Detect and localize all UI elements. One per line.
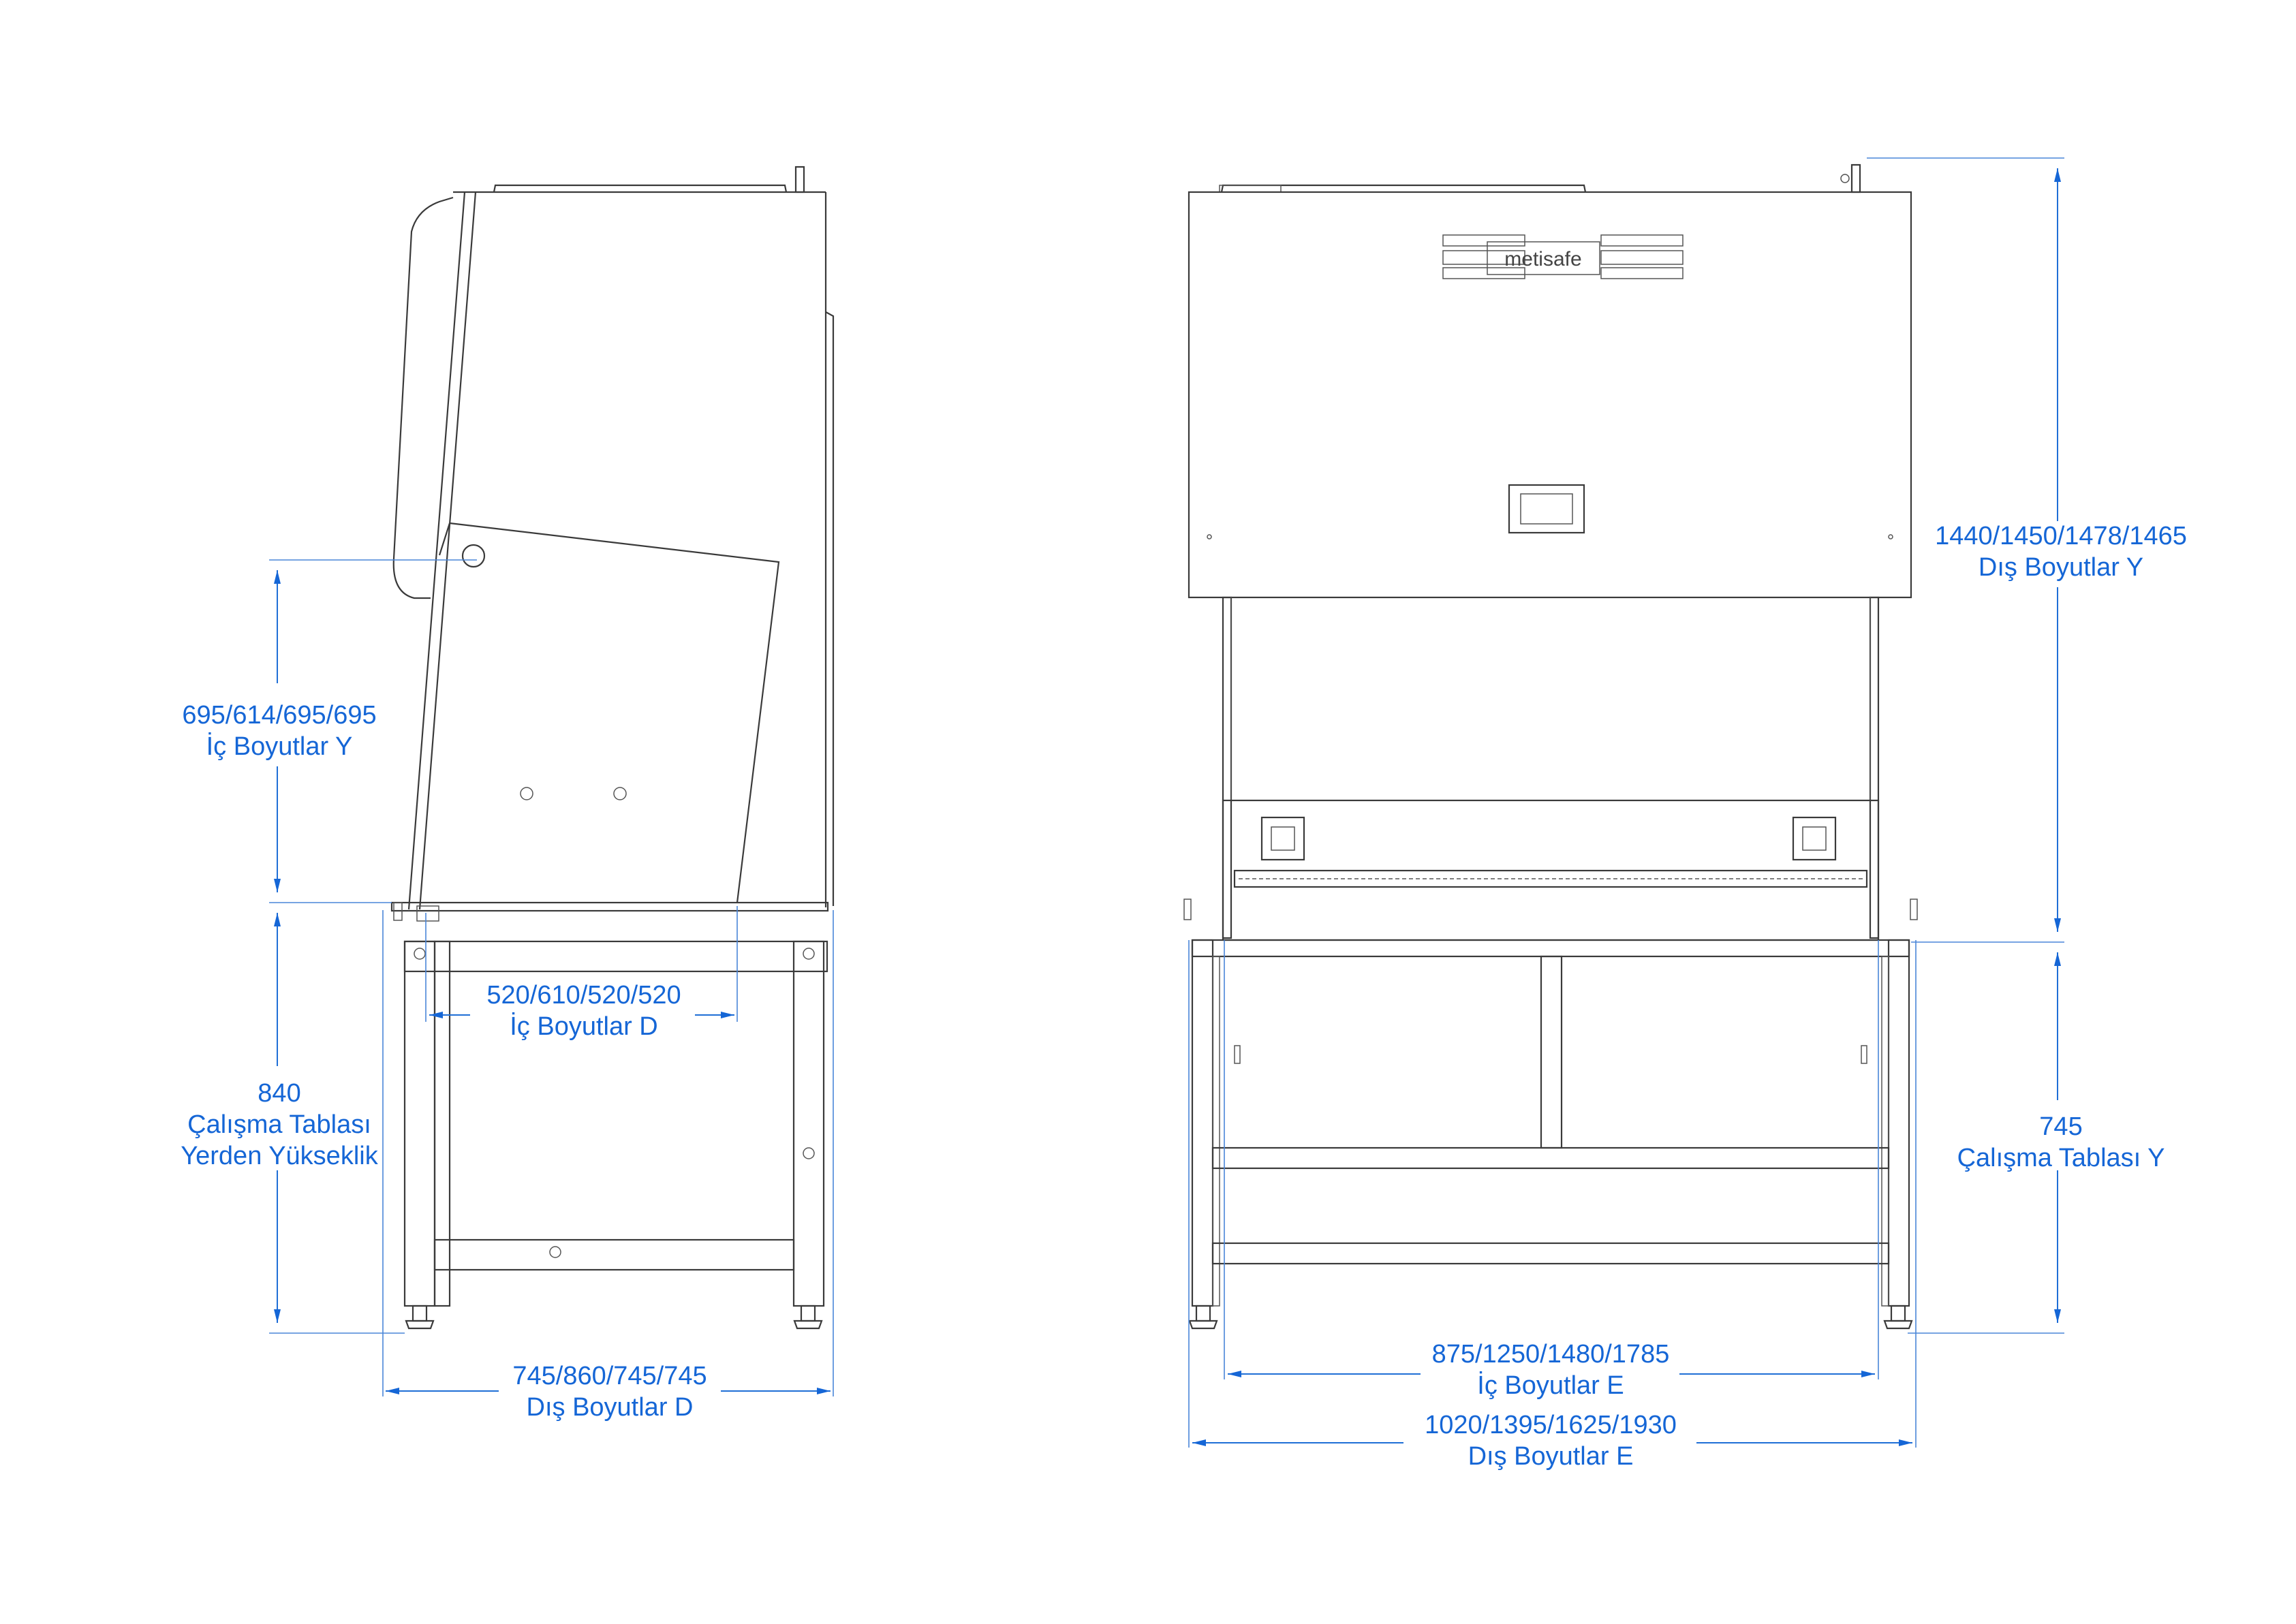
control-display bbox=[1508, 484, 1585, 534]
front-view-cabinet: metisafe bbox=[1183, 163, 1918, 1330]
front-worktop-height-label: 745 Çalışma Tablası Y bbox=[1957, 1112, 2165, 1172]
front-outer-height-values: 1440/1450/1478/1465 bbox=[1935, 522, 2187, 550]
logo-plate bbox=[1442, 234, 1684, 279]
side-outer-depth-values: 745/860/745/745 bbox=[512, 1362, 707, 1390]
side-worktop-height-value: 840 bbox=[258, 1079, 300, 1108]
brand-logo: metisafe bbox=[1504, 248, 1581, 270]
front-worktop-height-value: 745 bbox=[2039, 1112, 2082, 1141]
front-inner-width-caption: İç Boyutlar E bbox=[1477, 1371, 1624, 1400]
front-inner-width-values: 875/1250/1480/1785 bbox=[1432, 1340, 1670, 1369]
front-outer-height-caption: Dış Boyutlar Y bbox=[1979, 553, 2143, 582]
side-inner-height-label: 695/614/695/695 İç Boyutlar Y bbox=[182, 701, 376, 761]
front-outer-width-caption: Dış Boyutlar E bbox=[1468, 1442, 1634, 1471]
front-inner-width-label: 875/1250/1480/1785 İç Boyutlar E bbox=[1432, 1340, 1670, 1400]
side-inner-depth-label: 520/610/520/520 İç Boyutlar D bbox=[486, 981, 681, 1041]
side-inner-depth-values: 520/610/520/520 bbox=[486, 981, 681, 1010]
front-outer-width-values: 1020/1395/1625/1930 bbox=[1425, 1411, 1677, 1439]
side-inner-height-values: 695/614/695/695 bbox=[182, 701, 376, 730]
side-outer-depth-caption: Dış Boyutlar D bbox=[527, 1393, 694, 1422]
side-inner-depth-caption: İç Boyutlar D bbox=[510, 1012, 658, 1041]
front-worktop-height-caption: Çalışma Tablası Y bbox=[1957, 1144, 2165, 1172]
side-worktop-height-label: 840 Çalışma Tablası Yerden Yükseklik bbox=[181, 1079, 378, 1170]
front-outer-height-label: 1440/1450/1478/1465 Dış Boyutlar Y bbox=[1935, 522, 2187, 582]
dimension-lines bbox=[269, 157, 2064, 1448]
front-outer-width-label: 1020/1395/1625/1930 Dış Boyutlar E bbox=[1425, 1411, 1677, 1471]
side-inner-height-caption: İç Boyutlar Y bbox=[206, 732, 353, 761]
side-worktop-height-caption-1: Çalışma Tablası bbox=[187, 1110, 371, 1139]
side-worktop-height-caption-2: Yerden Yükseklik bbox=[181, 1142, 378, 1170]
side-outer-depth-label: 745/860/745/745 Dış Boyutlar D bbox=[512, 1362, 707, 1422]
side-view-cabinet bbox=[390, 166, 835, 1330]
